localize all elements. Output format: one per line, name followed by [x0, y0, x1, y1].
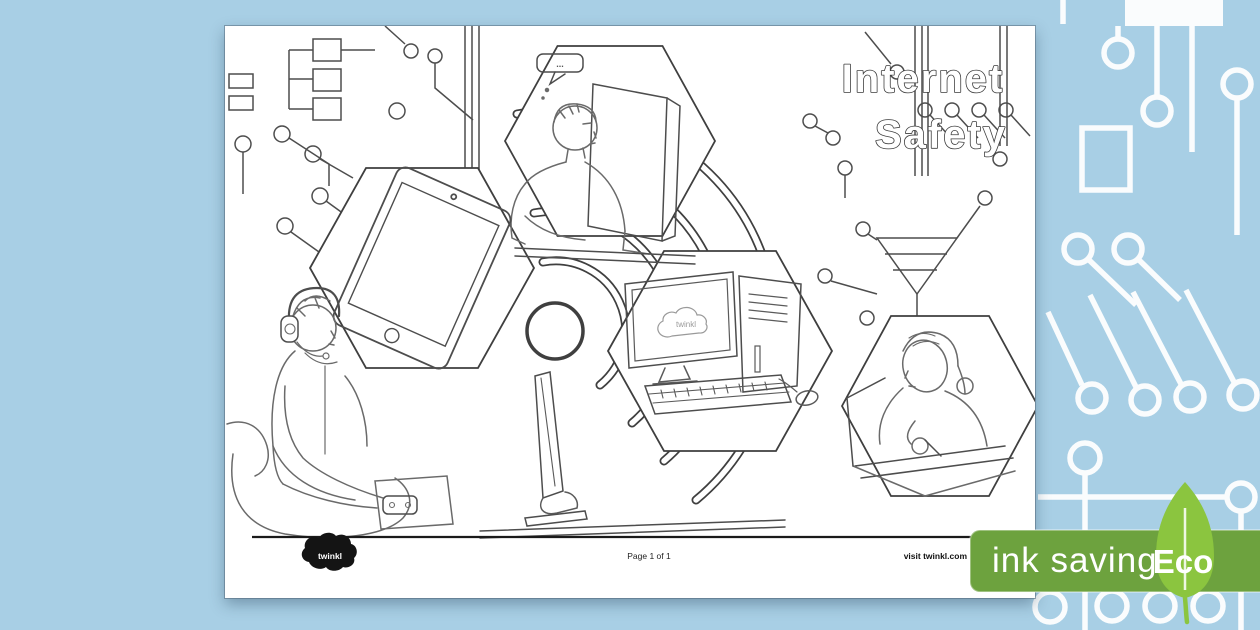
speech-bubble-text: ...: [556, 59, 564, 69]
wifi-dot: [525, 301, 585, 361]
boy-headphones-gaming-illustration: [226, 286, 454, 539]
desktop-pc-illustration: twinkl: [624, 271, 819, 415]
worksheet-footer: twinkl Page 1 of 1 visit twinkl.com: [252, 532, 1012, 571]
girl-writing-illustration: [846, 331, 1016, 497]
svg-text:twinkl: twinkl: [676, 320, 696, 329]
website-link-text: visit twinkl.com: [904, 551, 968, 561]
hexagon-girl-writing: [840, 315, 1035, 497]
hexagon-boy-computer: [503, 45, 717, 237]
tablet-illustration: [332, 166, 512, 370]
ink-saving-eco-badge: ink saving Eco: [969, 482, 1260, 625]
hexagon-tablet: [308, 167, 536, 369]
circuit-doodle-top-left: [228, 26, 480, 253]
worksheet-page: Internet Safety: [225, 26, 1035, 598]
title-line-1: Internet: [842, 57, 1005, 101]
page-indicator: Page 1 of 1: [627, 551, 671, 561]
twinkl-logo: twinkl: [301, 532, 357, 571]
colouring-page-artwork: Internet Safety: [226, 26, 1035, 571]
circuit-doodle-title-area: [802, 26, 1031, 326]
ink-saving-label: ink saving: [992, 541, 1158, 580]
boy-at-computer-illustration: ...: [510, 53, 696, 265]
pc-screen-logo: twinkl: [657, 306, 708, 338]
title-line-2: Safety: [875, 113, 1007, 157]
eco-leaf-icon: [1156, 482, 1214, 625]
worksheet-title: Internet Safety: [841, 56, 1007, 158]
twinkl-logo-text: twinkl: [318, 551, 342, 561]
eco-label: Eco: [1153, 543, 1214, 580]
